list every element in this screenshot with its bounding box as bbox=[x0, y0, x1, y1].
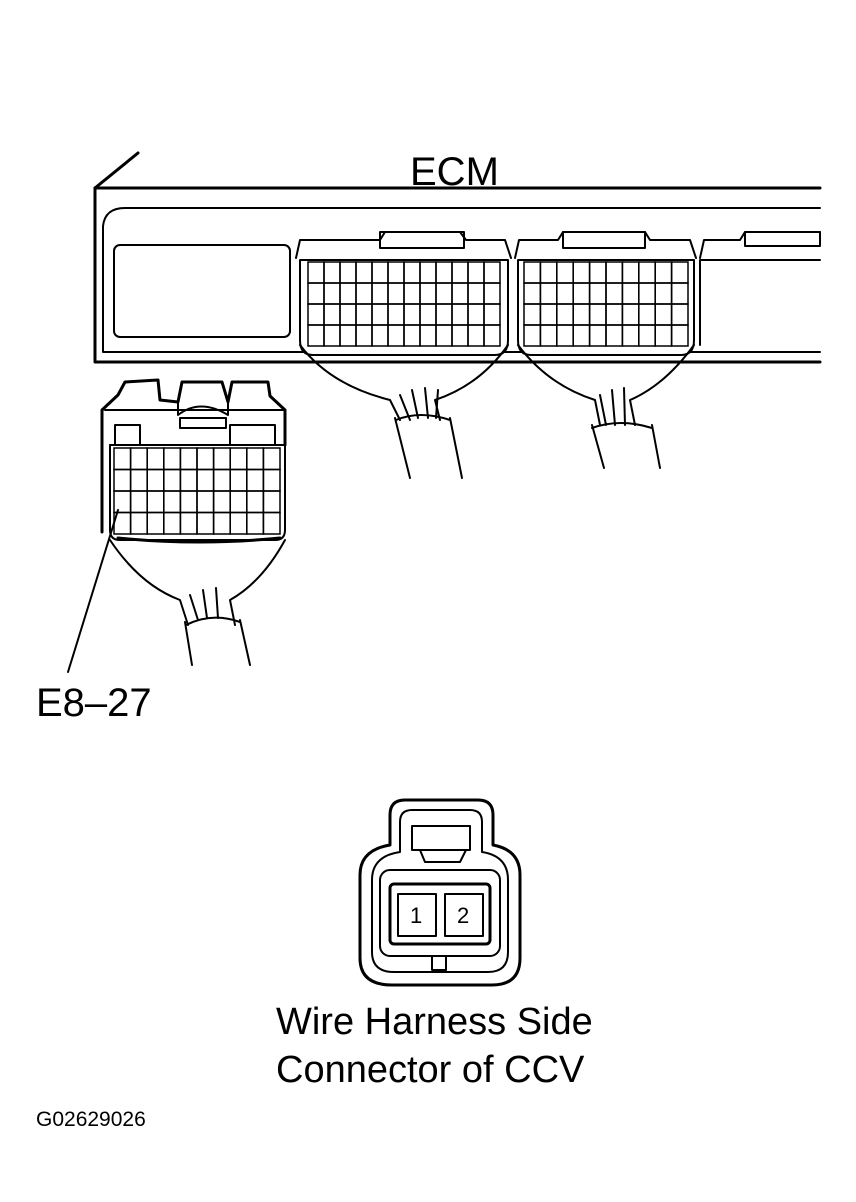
pin-cavity bbox=[670, 324, 689, 347]
ecm-connector-1 bbox=[295, 231, 512, 479]
ecm-label: ECM bbox=[410, 150, 499, 194]
e8-27-label: E8–27 bbox=[36, 681, 152, 725]
pin-cavity bbox=[262, 511, 281, 535]
caption-line-1: Wire Harness Side bbox=[276, 1001, 593, 1043]
e8-27-leader-line bbox=[67, 509, 119, 673]
ecm-connector-2 bbox=[514, 231, 697, 469]
ccv-pin-2-label: 2 bbox=[457, 903, 469, 928]
ecm-connector-1-pin-grid bbox=[307, 261, 501, 347]
ccv-pin-1-label: 1 bbox=[410, 903, 422, 928]
ecm-housing bbox=[93, 151, 822, 364]
ecm-connector-3 bbox=[699, 231, 821, 346]
figure-code: G02629026 bbox=[36, 1108, 146, 1131]
e8-connector bbox=[100, 378, 287, 666]
ccv-connector bbox=[358, 798, 522, 987]
caption-line-2: Connector of CCV bbox=[276, 1049, 585, 1091]
e8-pin-grid bbox=[113, 447, 281, 535]
ecm-connector-2-pin-grid bbox=[523, 261, 689, 347]
pin-cavity bbox=[483, 324, 501, 347]
